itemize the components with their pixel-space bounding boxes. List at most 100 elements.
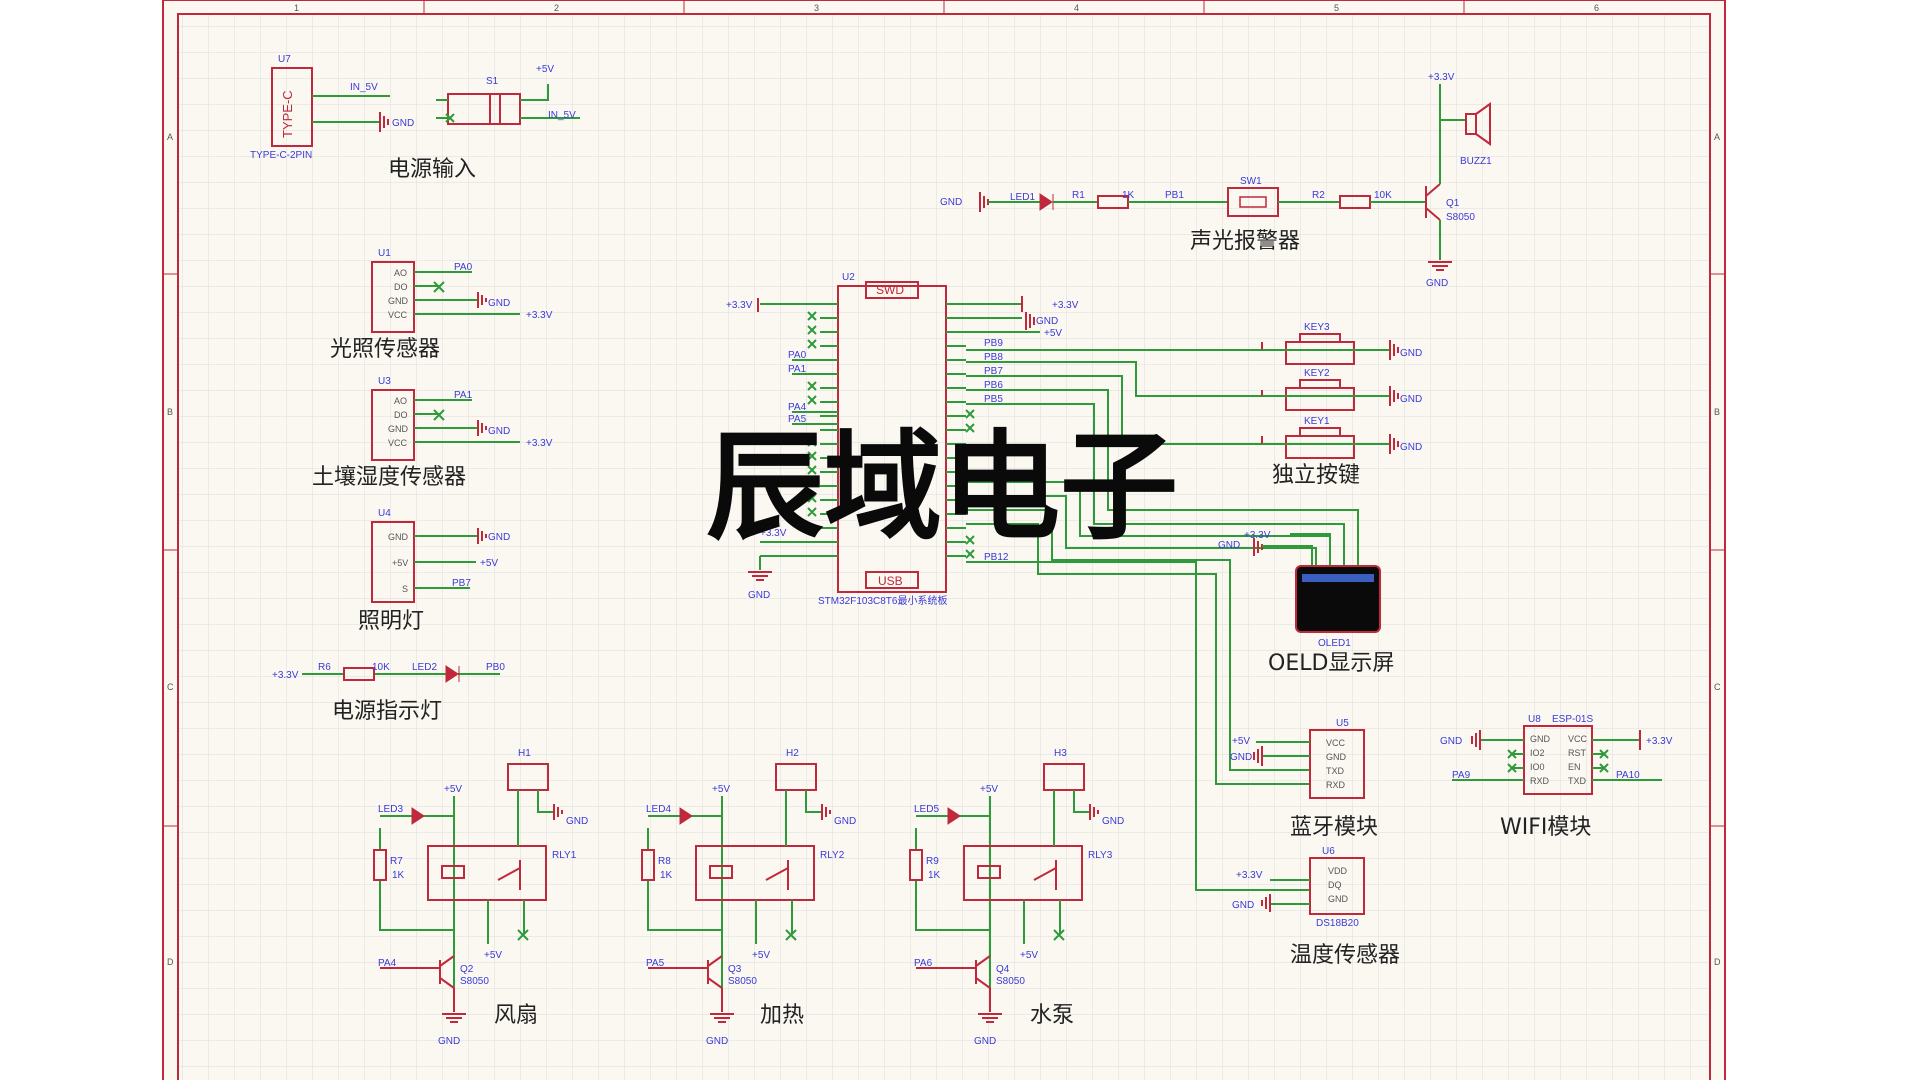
relay-pump-resistor bbox=[909, 849, 923, 881]
relay-fan-resistor bbox=[373, 849, 387, 881]
alarm-block: GND LED1 R1 1K PB1 SW1 R2 10K Q1 S8050 +… bbox=[940, 72, 1492, 289]
mcu-block: SWD USB U2 STM32F103C8T6最小系统板 +3.3V PA0 … bbox=[726, 272, 1079, 607]
led2-ref: LED2 bbox=[412, 662, 437, 673]
p33v-net-mcu-low: +3.3V bbox=[760, 528, 787, 539]
section-lamp: 照明灯 bbox=[358, 609, 424, 634]
p5v-net-s1: +5V bbox=[536, 64, 554, 75]
ds18b20-part: DS18B20 bbox=[1316, 918, 1359, 929]
p5v-net-bt: +5V bbox=[1232, 736, 1250, 747]
row-label-c: C bbox=[167, 682, 174, 692]
io2-pin: IO2 bbox=[1530, 748, 1545, 758]
section-power-input: 电源输入 bbox=[388, 157, 476, 182]
relay-pump-gnd-symbol bbox=[1089, 804, 1099, 820]
p33v-net-mcu-right: +3.3V bbox=[1052, 300, 1079, 311]
section-light-sensor: 光照传感器 bbox=[330, 337, 440, 362]
u6-ref: U6 bbox=[1322, 846, 1335, 857]
gnd-pin-soil: GND bbox=[388, 424, 409, 434]
col-label-4: 4 bbox=[1074, 3, 1079, 13]
gnd-net-lamp: GND bbox=[488, 532, 510, 543]
gnd-net-soil: GND bbox=[488, 426, 510, 437]
lamp-block: U4 GND +5V S GND +5V PB7 照明灯 bbox=[358, 508, 510, 634]
mcu-part: STM32F103C8T6最小系统板 bbox=[818, 594, 947, 607]
q1-part: S8050 bbox=[1446, 212, 1475, 223]
section-bluetooth: 蓝牙模块 bbox=[1290, 815, 1378, 840]
rxd-pin-wifi: RXD bbox=[1530, 776, 1550, 786]
p33v-net-temp: +3.3V bbox=[1236, 870, 1263, 881]
gnd-pin-lamp: GND bbox=[388, 532, 409, 542]
relay-pump-out-wires bbox=[1023, 790, 1090, 944]
wifi-block: U8 ESP-01S GND IO2 IO0 RXD VCC RST EN TX… bbox=[1440, 714, 1673, 840]
rly2-ref: RLY2 bbox=[820, 850, 845, 861]
vcc-pin-soil: VCC bbox=[388, 438, 408, 448]
section-pump: 水泵 bbox=[1030, 1003, 1074, 1028]
typec-part: TYPE-C-2PIN bbox=[250, 150, 312, 161]
section-keys: 独立按键 bbox=[1272, 463, 1360, 488]
gnd-net-temp: GND bbox=[1232, 900, 1254, 911]
row-label-b: B bbox=[167, 407, 173, 417]
q3-part: S8050 bbox=[728, 976, 757, 987]
led5-ref: LED5 bbox=[914, 804, 939, 815]
rly1-ref: RLY1 bbox=[552, 850, 577, 861]
relay-pump-transistor bbox=[916, 955, 991, 1012]
relay-fan-led bbox=[411, 807, 425, 825]
gnd-net-key3: GND bbox=[1400, 348, 1422, 359]
pb6-net: PB6 bbox=[984, 380, 1003, 391]
in5v-net: IN_5V bbox=[350, 82, 378, 93]
p5v-net-relay3-top: +5V bbox=[980, 784, 998, 795]
relay-channels bbox=[373, 763, 1099, 1023]
in5v-net-s1: IN_5V bbox=[548, 110, 576, 121]
pa10-net: PA10 bbox=[1616, 770, 1640, 781]
r8-ref: R8 bbox=[658, 856, 671, 867]
vcc-pin-bt: VCC bbox=[1326, 738, 1346, 748]
keys-block: KEY3 KEY2 KEY1 GND GND GND 独立按键 bbox=[1261, 322, 1422, 488]
sheet-frame bbox=[162, 0, 1726, 1080]
p5v-net-relay3-bot: +5V bbox=[1020, 950, 1038, 961]
relay-pump-nc-mark bbox=[1053, 929, 1065, 941]
row-label-a-right: A bbox=[1714, 132, 1720, 142]
r1-ref: R1 bbox=[1072, 190, 1085, 201]
vcc-pin-wifi: VCC bbox=[1568, 734, 1588, 744]
q4-part: S8050 bbox=[996, 976, 1025, 987]
pb7-net: PB7 bbox=[984, 366, 1003, 377]
light-sensor-block: U1 AO DO GND VCC PA0 GND +3.3V 光照传感器 bbox=[330, 248, 553, 362]
relay-heat-resistor bbox=[641, 849, 655, 881]
r6-ref: R6 bbox=[318, 662, 331, 673]
p5v-net-relay2-bot: +5V bbox=[752, 950, 770, 961]
vdd-pin: VDD bbox=[1328, 866, 1348, 876]
oled-screen bbox=[1295, 565, 1381, 633]
gnd-net-wifi: GND bbox=[1440, 736, 1462, 747]
gnd-pin-wifi: GND bbox=[1530, 734, 1551, 744]
u8-ref: U8 bbox=[1528, 714, 1541, 725]
gnd-net-key1: GND bbox=[1400, 442, 1422, 453]
usb-label: USB bbox=[878, 574, 903, 588]
col-label-1: 1 bbox=[294, 3, 299, 13]
r2-value: 10K bbox=[1374, 190, 1392, 201]
relay-fan-out-wires bbox=[487, 790, 554, 944]
gnd-net-h1: GND bbox=[566, 816, 588, 827]
io0-pin: IO0 bbox=[1530, 762, 1545, 772]
u4-ref: U4 bbox=[378, 508, 391, 519]
gnd-net-mcu-right: GND bbox=[1036, 316, 1058, 327]
buzz1-ref: BUZZ1 bbox=[1460, 156, 1492, 167]
gnd-net-q4: GND bbox=[974, 1036, 996, 1047]
q4-ref: Q4 bbox=[996, 964, 1010, 975]
gnd-net-q3: GND bbox=[706, 1036, 728, 1047]
ao-pin-soil: AO bbox=[394, 396, 407, 406]
s1-ref: S1 bbox=[486, 76, 499, 87]
h3-ref: H3 bbox=[1054, 748, 1067, 759]
pa9-net: PA9 bbox=[1452, 770, 1471, 781]
h1-ref: H1 bbox=[518, 748, 531, 759]
s-pin-lamp: S bbox=[402, 584, 408, 594]
pb7-net-lamp: PB7 bbox=[452, 578, 471, 589]
key1-ref: KEY1 bbox=[1304, 416, 1330, 427]
pa4-net-mcu: PA4 bbox=[788, 402, 807, 413]
u3-ref: U3 bbox=[378, 376, 391, 387]
p33v-net-buzz: +3.3V bbox=[1428, 72, 1455, 83]
gnd-net-oled: GND bbox=[1218, 540, 1240, 551]
temp-block: U6 VDD DQ GND DS18B20 +3.3V GND 温度传感器 bbox=[1232, 846, 1400, 968]
key2-ref: KEY2 bbox=[1304, 368, 1330, 379]
pb1-net: PB1 bbox=[1165, 190, 1184, 201]
section-temp: 温度传感器 bbox=[1290, 943, 1400, 968]
u5-ref: U5 bbox=[1336, 718, 1349, 729]
